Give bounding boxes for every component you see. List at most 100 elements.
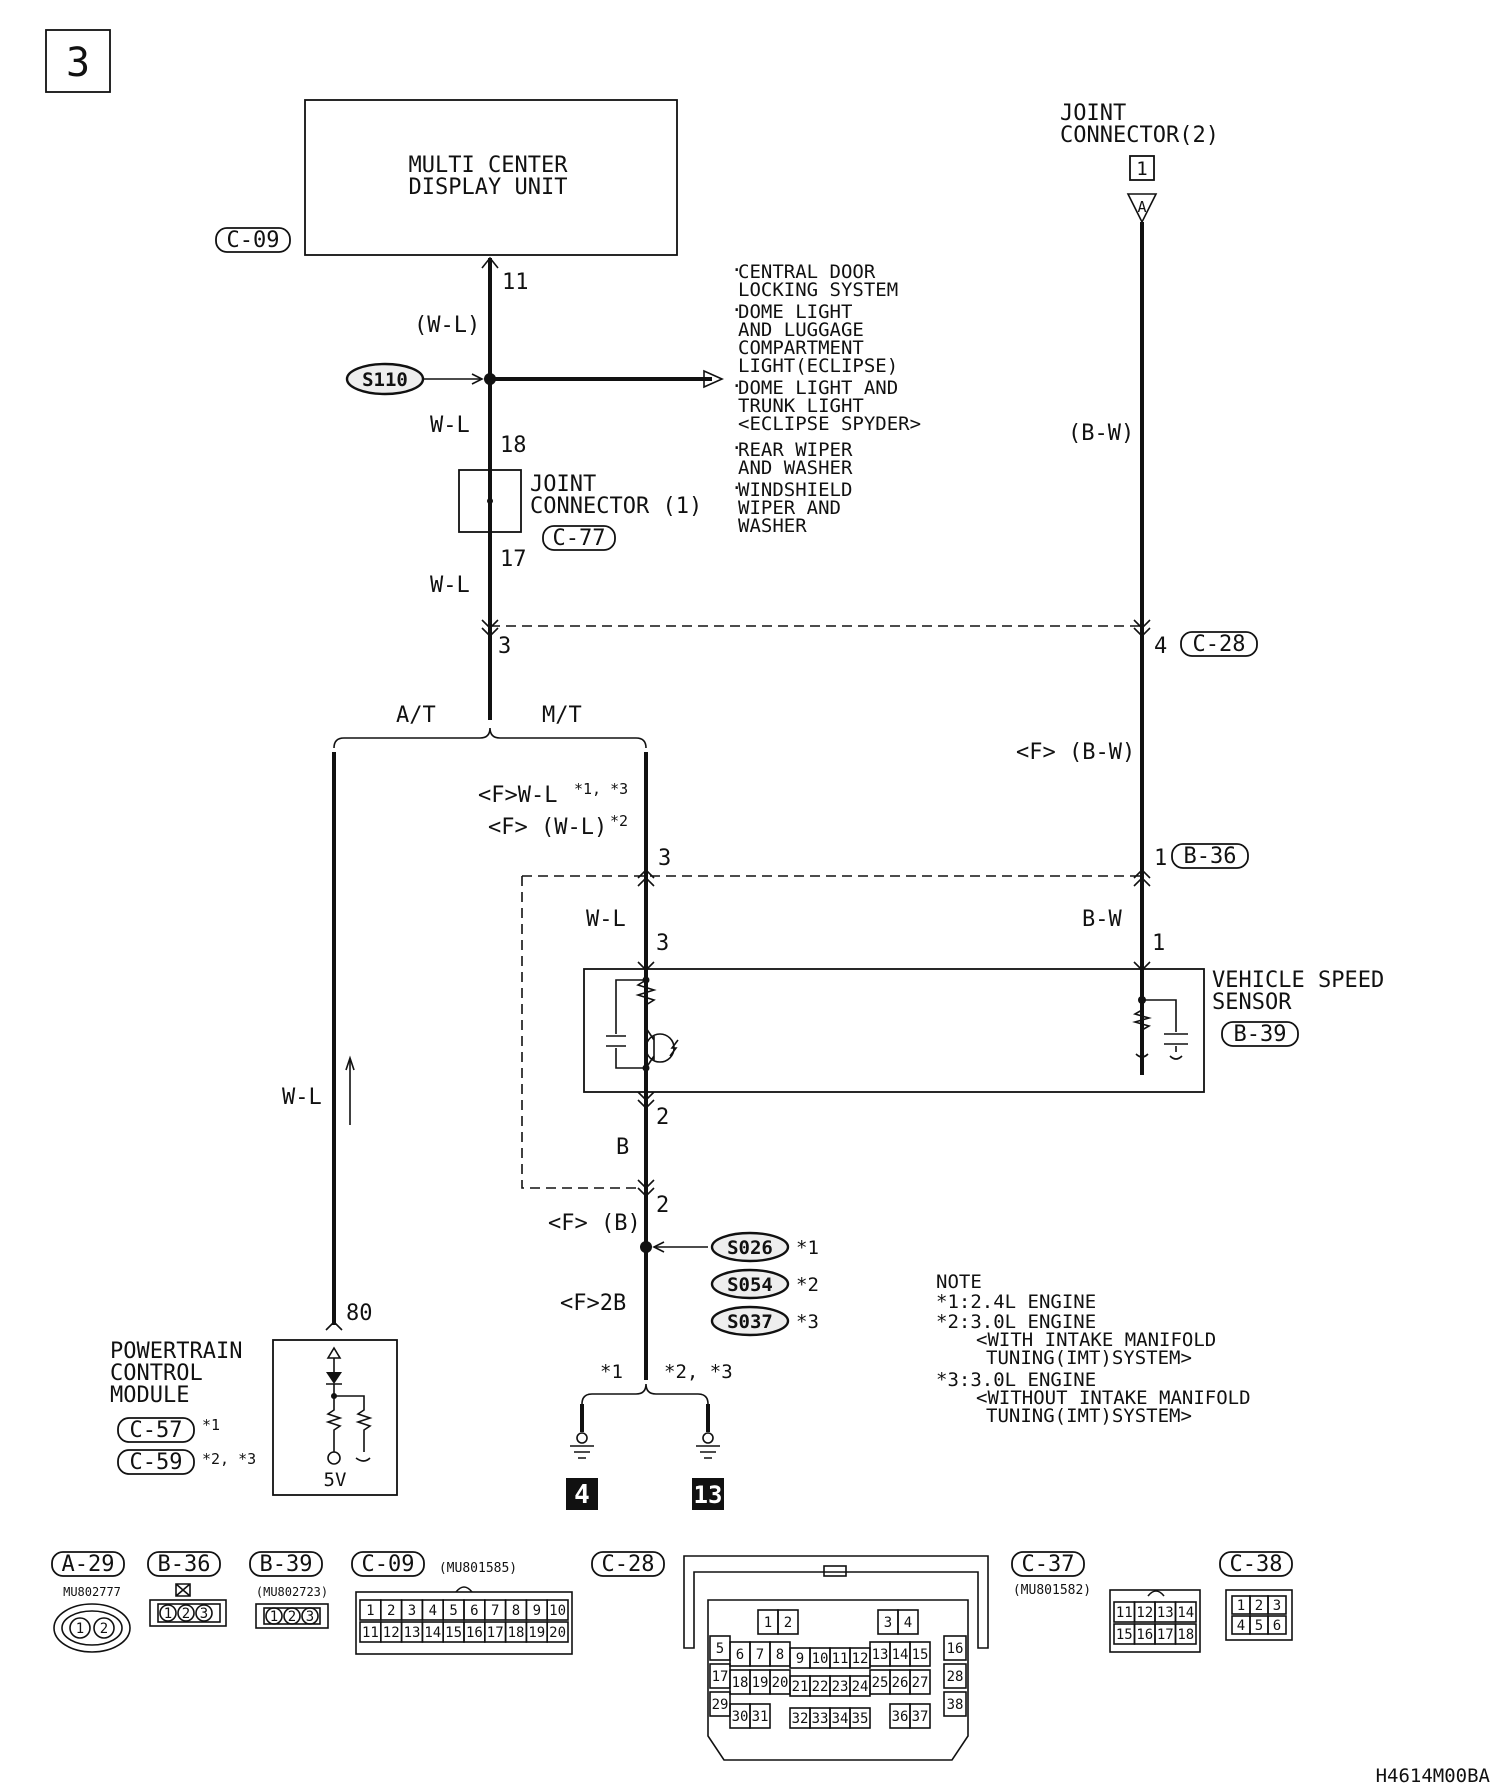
bullet-3: · [731,375,742,397]
bullet-4: · [731,437,742,459]
vss-label-1: VEHICLE SPEED [1212,968,1384,993]
splice-s026-badge [710,1231,790,1263]
c09-pin-5: 5 [449,1603,457,1619]
connector-tag-c28 [1180,631,1258,657]
c28-pin-23: 23 [832,1679,849,1695]
connector-tag-c38-view [1219,1551,1293,1577]
b36-left-marker [637,868,655,887]
c28-pin-15: 15 [912,1647,929,1663]
dest-2-line-3: COMPARTMENT [738,337,864,359]
note-line-3: <WITH INTAKE MANIFOLD [976,1329,1216,1351]
wire-label-bw-f: <F> (B-W) [1016,740,1135,765]
dest-3-line-2: TRUNK LIGHT [738,395,864,417]
bullet-5: · [731,477,742,499]
lower-connector-marker [637,1179,655,1198]
note-title: NOTE [936,1271,982,1293]
c28-pin-27-cell [909,1669,931,1695]
c28-pin-right: 4 [1154,634,1167,659]
bullet-2: · [731,299,742,321]
splice-s110-pointer-head [471,373,484,385]
c28-pin-22: 22 [812,1679,829,1695]
pcm-label-2: CONTROL [110,1361,203,1386]
figure-code: H4614M00BA [1376,1765,1491,1787]
vss-pin-2-arrow [637,1091,655,1110]
connector-view-b36-label: B-36 [158,1552,211,1577]
c28-pin-29: 29 [712,1697,729,1713]
ground-branch-brace [581,1383,709,1405]
ground-tag-left [566,1478,598,1510]
c28-pin-10: 10 [812,1651,829,1667]
c28-pin-16: 16 [947,1641,964,1657]
c28-pin-14: 14 [892,1647,909,1663]
c09-pin-1: 1 [366,1603,374,1619]
wire-label-wl-2: W-L [430,573,470,598]
mcdu-label-1: MULTI CENTER [409,153,569,178]
vss-label-2: SENSOR [1212,990,1292,1015]
vss-pin-power: 1 [1152,931,1165,956]
c37-pin-15: 15 [1116,1627,1133,1643]
connector-c09-label: C-09 [227,228,280,253]
c09-pin-18: 18 [508,1625,525,1641]
c28-pin-9: 9 [796,1651,804,1667]
joint-connector-1-box [458,469,522,533]
c28-pin-1: 1 [764,1615,772,1631]
c38-pin-3-cell [1267,1595,1287,1615]
ground-splice-pointer-head [652,1241,665,1253]
wire-label-wl-paren: (W-L) [414,313,480,338]
c38-pin-4: 4 [1237,1618,1245,1634]
c37-pin-18: 18 [1177,1627,1194,1643]
c09-pin-2: 2 [387,1603,395,1619]
vss-pin-ground: 2 [656,1105,669,1130]
jc1-label-1: JOINT [530,472,596,497]
c28-pin-38: 38 [947,1697,964,1713]
c28-pin-37-cell [909,1703,931,1729]
c28-pin-12: 12 [852,1651,869,1667]
c28-pin-2: 2 [784,1615,792,1631]
wire-label-b: B [616,1135,629,1160]
c28-pin-31-cell [749,1703,771,1729]
c28-pin-21: 21 [792,1679,809,1695]
wire-label-f-wl-note: *1, *3 [574,780,628,798]
c37-pin-18-cell [1174,1623,1197,1645]
destinations-arrow [703,369,724,389]
b36-pin-2: 2 [182,1606,190,1622]
jc1-dot [487,498,493,504]
c37-pin-14: 14 [1177,1605,1194,1621]
connector-view-b39-part: (MU802723) [256,1585,328,1599]
c28-pin-18: 18 [732,1675,749,1691]
pcm-box [272,1339,398,1496]
pcm-note-2: *2, *3 [202,1450,256,1468]
jc1-label-2: CONNECTOR (1) [530,494,702,519]
c28-right-marker [1133,619,1151,638]
splice-s037-note: *3 [796,1311,819,1333]
lower-pin-2: 2 [656,1193,669,1218]
note-line-6: <WITHOUT INTAKE MANIFOLD [976,1387,1251,1409]
c09-pin-12: 12 [383,1625,400,1641]
wire-label-f-wl: <F>W-L [478,783,557,808]
section-number: 3 [66,40,90,86]
dest-2-line-1: DOME LIGHT [738,301,852,323]
c28-pin-25: 25 [872,1675,889,1691]
c37-pin-12: 12 [1136,1605,1153,1621]
a29-pin-2: 2 [100,1621,108,1637]
dest-5-line-1: WINDSHIELD [738,479,852,501]
vss-internal-circuit [606,970,1188,1092]
dest-1-line-1: CENTRAL DOOR [738,261,876,283]
connector-view-c37-part: (MU801582) [1013,1583,1091,1598]
c38-pin-1: 1 [1237,1598,1245,1614]
jc2-pin-letter: A [1137,198,1146,216]
ground-number-left: 4 [574,1480,590,1510]
connector-b36-dash [521,875,1140,1189]
connector-view-c28-label: C-28 [602,1552,655,1577]
note-line-2: *2:3.0L ENGINE [936,1311,1096,1333]
c09-pin-10-cell [546,1599,569,1621]
connector-view-b39: 1 2 3 [255,1603,329,1629]
ground-symbol-left [570,1432,594,1459]
wire-label-f-b: <F> (B) [548,1211,641,1236]
splice-s054-label: S054 [727,1274,773,1296]
connector-tag-a29 [51,1551,125,1577]
connector-tag-b36-view [147,1551,221,1577]
c37-pin-17: 17 [1157,1627,1174,1643]
c28-pin-2-cell [777,1609,799,1635]
